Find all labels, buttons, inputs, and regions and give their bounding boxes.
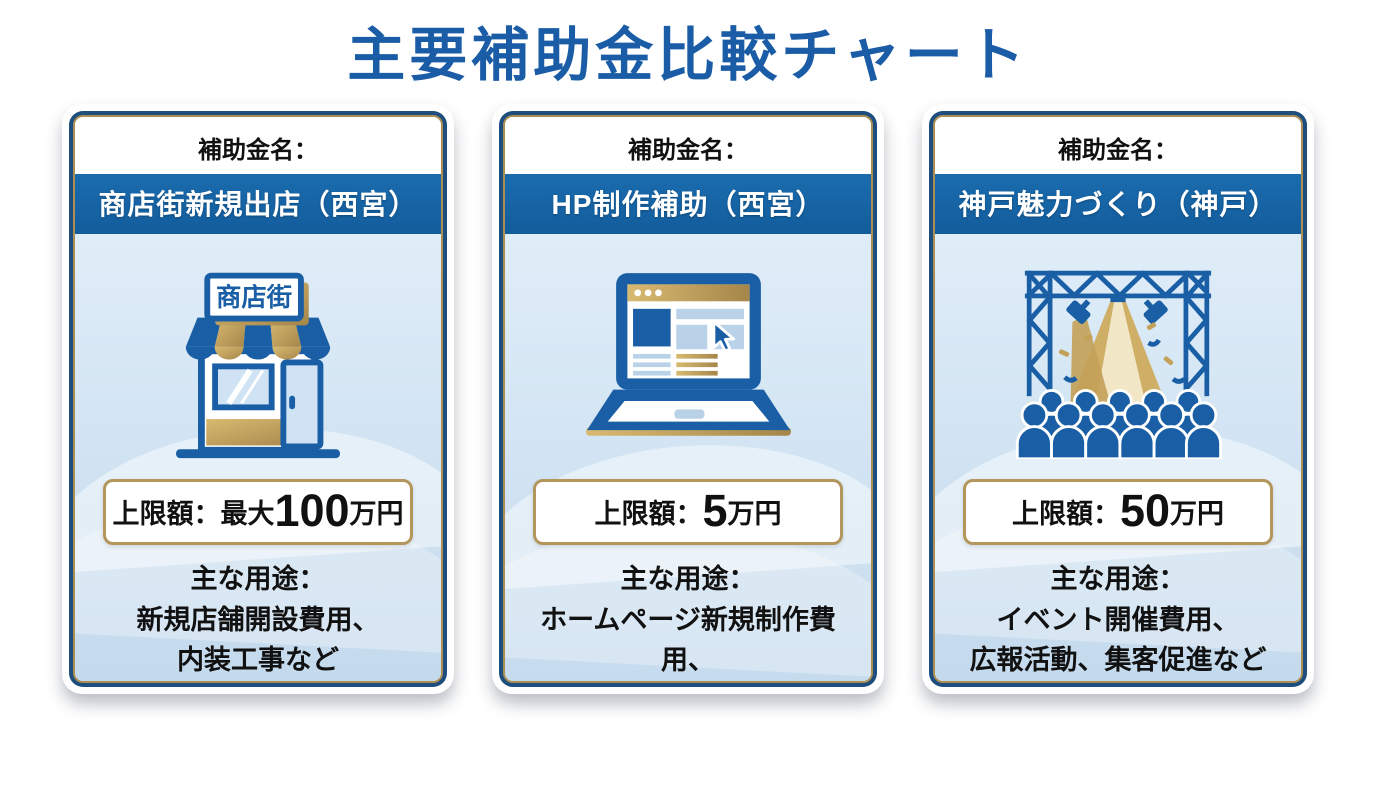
card-border: 補助金名： 商店街新規出店（西宮） xyxy=(69,110,447,687)
limit-amount: 100 xyxy=(274,484,350,536)
subsidy-card-kobe: 補助金名： 神戸魅力づくり（神戸） xyxy=(922,103,1314,694)
icon-area xyxy=(519,244,857,479)
storefront-sign-text: 商店街 xyxy=(216,283,292,312)
limit-label: 上限額： xyxy=(112,498,221,529)
subsidy-name-label: 補助金名： xyxy=(505,116,871,174)
subsidy-card-shoutengai: 補助金名： 商店街新規出店（西宮） xyxy=(62,103,454,694)
limit-unit: 万円 xyxy=(349,498,404,529)
subsidy-name-banner: HP制作補助（西宮） xyxy=(505,173,871,234)
limit-label: 上限額： xyxy=(1011,498,1120,529)
card-body: 上限額：50万円 主な用途： イベント開催費用、 広報活動、集客促進など xyxy=(935,233,1301,681)
card-content: 補助金名： 神戸魅力づくり（神戸） xyxy=(933,114,1303,683)
comparison-cards: 補助金名： 商店街新規出店（西宮） xyxy=(0,103,1376,694)
card-border: 補助金名： 神戸魅力づくり（神戸） xyxy=(929,110,1307,687)
usage-line: システム導入など xyxy=(519,681,857,683)
limit-box: 上限額：50万円 xyxy=(963,478,1273,546)
card-body: 上限額：5万円 主な用途： ホームページ新規制作費用、 システム導入など xyxy=(505,233,871,683)
usage-text: 主な用途： イベント開催費用、 広報活動、集客促進など xyxy=(970,559,1267,681)
usage-label: 主な用途： xyxy=(190,564,326,595)
limit-prefix: 最大 xyxy=(220,498,275,529)
page-title: 主要補助金比較チャート xyxy=(347,23,1029,88)
usage-label: 主な用途： xyxy=(620,564,756,595)
limit-box: 上限額：5万円 xyxy=(533,478,843,546)
subsidy-name-label: 補助金名： xyxy=(935,116,1301,174)
usage-text: 主な用途： 新規店舗開設費用、 内装工事など xyxy=(137,559,380,681)
card-body: 商店街 上限額：最大100万円 主な用途： 新規店舗開設費用、 内装工事など xyxy=(75,233,441,681)
usage-text: 主な用途： ホームページ新規制作費用、 システム導入など xyxy=(519,559,857,683)
usage-label: 主な用途： xyxy=(1050,564,1186,595)
limit-unit: 万円 xyxy=(1170,498,1225,529)
card-content: 補助金名： HP制作補助（西宮） xyxy=(503,114,873,683)
subsidy-name-label: 補助金名： xyxy=(75,116,441,174)
icon-area xyxy=(949,244,1287,479)
subsidy-name-banner: 商店街新規出店（西宮） xyxy=(75,173,441,234)
limit-box: 上限額：最大100万円 xyxy=(103,478,413,546)
laptop-icon xyxy=(585,273,791,437)
limit-amount: 5 xyxy=(702,484,728,536)
usage-line: 新規店舗開設費用、 xyxy=(136,604,380,635)
card-content: 補助金名： 商店街新規出店（西宮） xyxy=(73,114,443,683)
event-stage-icon xyxy=(1015,270,1223,460)
subsidy-name-banner: 神戸魅力づくり（神戸） xyxy=(935,173,1301,234)
usage-line: 内装工事など xyxy=(177,645,339,676)
storefront-icon: 商店街 xyxy=(176,273,340,459)
card-border: 補助金名： HP制作補助（西宮） xyxy=(499,110,877,687)
icon-area: 商店街 xyxy=(89,244,427,479)
usage-line: ホームページ新規制作費用、 xyxy=(540,604,836,676)
subsidy-card-hp: 補助金名： HP制作補助（西宮） xyxy=(492,103,884,694)
limit-amount: 50 xyxy=(1119,484,1171,536)
limit-unit: 万円 xyxy=(727,498,782,529)
usage-line: 広報活動、集客促進など xyxy=(969,645,1267,676)
usage-line: イベント開催費用、 xyxy=(996,604,1240,635)
limit-label: 上限額： xyxy=(594,498,703,529)
